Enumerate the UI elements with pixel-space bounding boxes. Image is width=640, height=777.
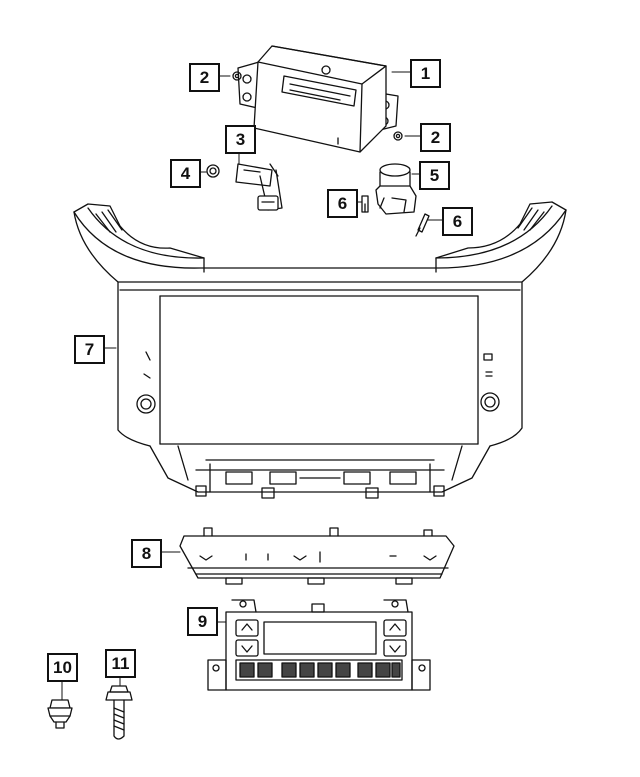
callout-7: 7 [74, 335, 105, 364]
callout-10: 10 [47, 653, 78, 682]
callout-4: 4 [170, 159, 201, 188]
callout-6: 6 [442, 207, 473, 236]
instrument-panel-bezel-part [73, 201, 567, 499]
push-nut-part [47, 699, 73, 729]
sensor-part [235, 163, 283, 211]
callout-9: 9 [187, 607, 218, 636]
callout-1: 1 [410, 59, 441, 88]
callout-3: 3 [225, 125, 256, 154]
callout-2: 2 [189, 63, 220, 92]
grommet-part [206, 164, 220, 178]
callout-5: 5 [419, 161, 450, 190]
climate-control-part [207, 599, 431, 691]
nut-part [232, 71, 403, 141]
control-module-part [237, 45, 399, 153]
switch-bezel-part [179, 527, 455, 585]
bolt-part [105, 685, 133, 740]
connector-part [375, 163, 417, 215]
screw-part [361, 195, 430, 237]
callout-6: 6 [327, 189, 358, 218]
callout-11: 11 [105, 649, 136, 678]
callout-2: 2 [420, 123, 451, 152]
callout-8: 8 [131, 539, 162, 568]
